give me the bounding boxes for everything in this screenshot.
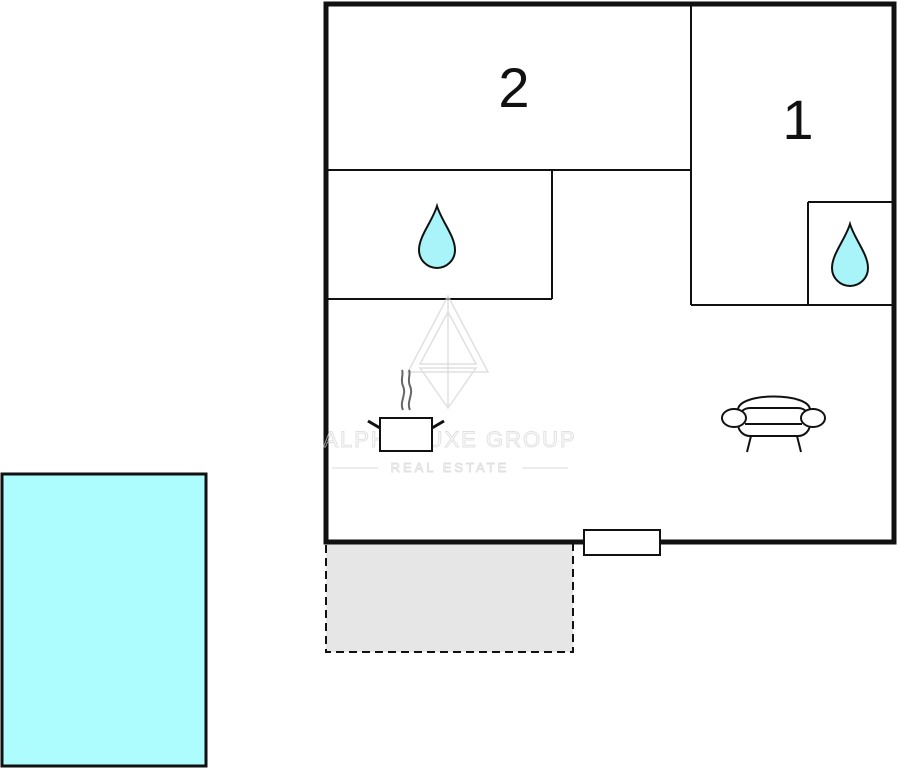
watermark-line2: REAL ESTATE bbox=[391, 460, 510, 475]
room-label-2: 2 bbox=[498, 56, 529, 119]
room-label-1: 1 bbox=[782, 88, 813, 151]
watermark-line1: ALPHA LUXE GROUP bbox=[323, 427, 576, 452]
watermark: ALPHA LUXE GROUP REAL ESTATE bbox=[323, 294, 576, 475]
pool bbox=[0, 472, 208, 768]
entrance-door bbox=[583, 529, 661, 556]
house-outline bbox=[323, 1, 897, 545]
watermark-logo-icon bbox=[406, 294, 490, 410]
cooking-pot-icon bbox=[367, 369, 445, 452]
terrace bbox=[325, 542, 574, 653]
water-drop-icon bbox=[830, 220, 870, 287]
sofa-icon bbox=[721, 395, 826, 453]
interior-walls bbox=[326, 4, 894, 306]
water-drop-icon bbox=[417, 202, 457, 269]
